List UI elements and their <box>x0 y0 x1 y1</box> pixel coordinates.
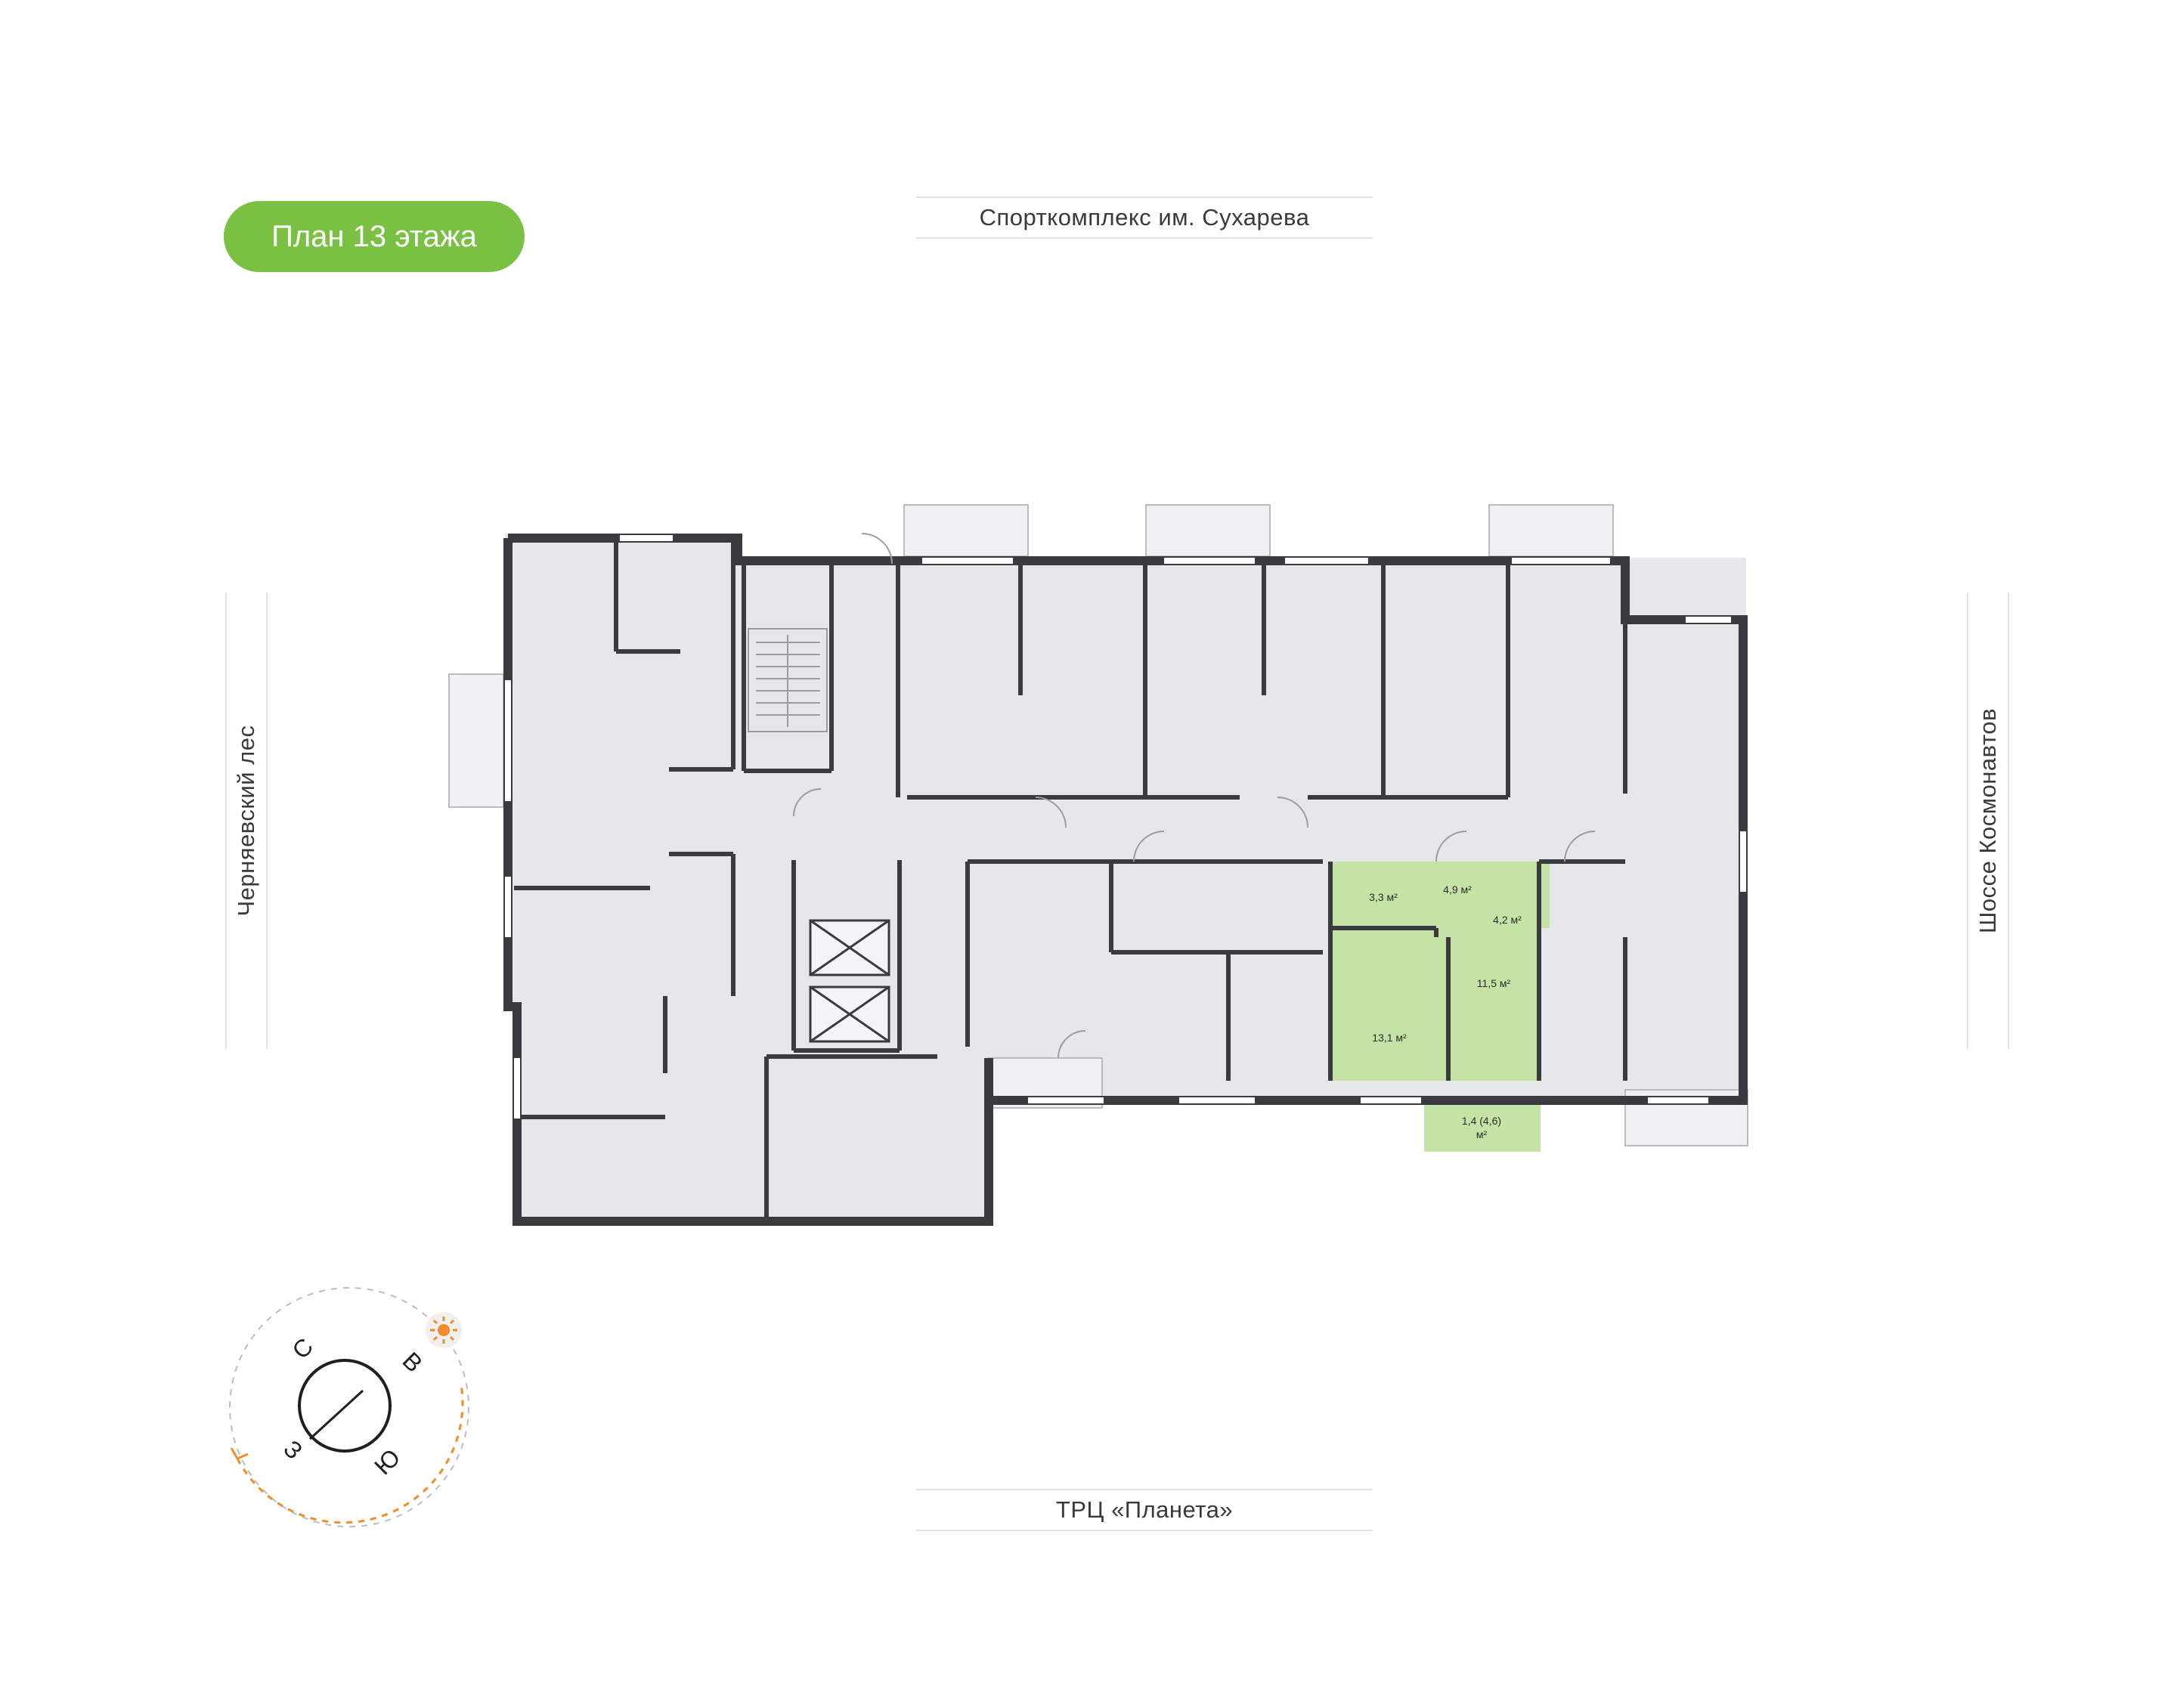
south-landmark-label: ТРЦ «Планета» <box>916 1489 1373 1531</box>
compass-north-label: С <box>286 1332 318 1364</box>
compass-rose: С В Ю З <box>229 1287 469 1527</box>
sun-icon <box>430 1317 457 1344</box>
compass-south-label: Ю <box>369 1443 405 1480</box>
sun-path <box>236 1384 464 1524</box>
north-landmark-label: Спорткомплекс им. Сухарева <box>916 196 1373 239</box>
windows <box>505 535 1746 1119</box>
room-area-label: 3,3 м² <box>1369 891 1398 903</box>
compass-west-label: З <box>278 1435 308 1465</box>
balconies <box>448 504 1748 1146</box>
highlighted-apartment <box>1330 862 1550 1152</box>
compass-needle <box>308 1389 364 1440</box>
sun-path-arrow-icon <box>230 1447 249 1460</box>
compass-orbit-upper <box>229 1287 469 1527</box>
balcony-area-unit: м² <box>1476 1128 1488 1140</box>
room-area-label: 13,1 м² <box>1372 1032 1407 1044</box>
elevator-shafts <box>809 919 890 1043</box>
interior-walls <box>514 534 1627 1224</box>
room-area-label: 4,9 м² <box>1443 883 1472 896</box>
stairwell <box>748 628 828 732</box>
balcony-area-label: 1,4 (4,6) <box>1462 1115 1501 1127</box>
compass-circle <box>298 1359 392 1453</box>
floor-title-badge: План 13 этажа <box>224 201 525 272</box>
building-footprint <box>505 534 1746 1223</box>
door-swings <box>793 533 1596 1059</box>
compass-east-label: В <box>398 1347 429 1378</box>
room-area-label: 11,5 м² <box>1477 977 1511 989</box>
room-area-label: 4,2 м² <box>1493 914 1522 926</box>
